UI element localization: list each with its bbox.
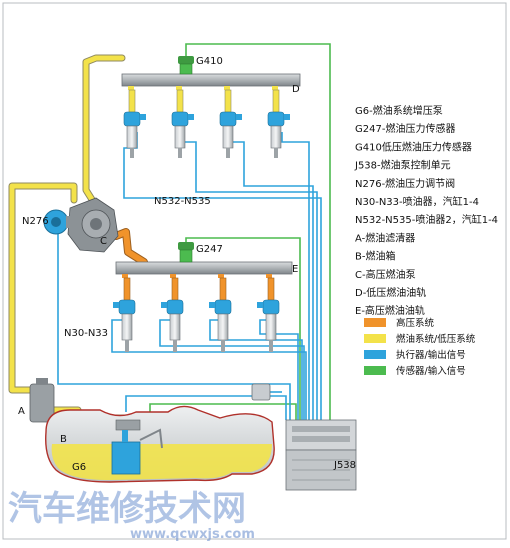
legend-label: 燃油系统/低压系统 — [396, 333, 476, 345]
component-list-item: G247-燃油压力传感器 — [355, 122, 455, 135]
label-g247: G247 — [196, 244, 223, 255]
label-e: E — [292, 264, 298, 275]
injector-n532 — [123, 89, 146, 158]
legend-label: 传感器/输入信号 — [396, 365, 466, 377]
control-unit-j538 — [285, 419, 357, 491]
fuel-tank-b — [45, 405, 275, 483]
lower-injectors — [113, 277, 280, 352]
n276-valve-wire — [57, 222, 291, 420]
injector-n535 — [267, 89, 290, 158]
n276-valve — [43, 209, 74, 235]
g410-sensor-wire — [185, 43, 331, 420]
component-list: G6-燃油系统增压泵 G247-燃油压力传感器 G410低压燃油压力传感器 J538-… — [354, 104, 498, 317]
frame-border — [2, 2, 507, 540]
high-pressure-pump-c — [67, 197, 119, 253]
small-connector — [251, 383, 271, 401]
legend-swatch — [364, 334, 386, 343]
component-list-item: A-燃油滤清器 — [355, 231, 415, 244]
lower-injector-wire-1 — [111, 319, 307, 420]
label-g6: G6 — [72, 462, 86, 473]
injector-n534 — [219, 89, 242, 158]
label-c: C — [100, 236, 107, 247]
label-n532-n535: N532-N535 — [154, 196, 211, 207]
injector-n31 — [161, 277, 184, 352]
upper-injectors — [123, 89, 290, 158]
lower-injector-wire-2 — [159, 319, 305, 420]
component-list-item: E-高压燃油油轨 — [355, 304, 425, 317]
high-pressure-lines — [112, 228, 148, 266]
label-d: D — [292, 84, 300, 95]
legend-swatch — [364, 318, 386, 327]
component-list-item: J538-燃油泵控制单元 — [354, 159, 451, 172]
injector-n533 — [171, 89, 194, 158]
low-pressure-rail-d — [121, 73, 301, 90]
upper-injector-wire-4 — [281, 132, 310, 420]
fuel-filter-a — [29, 378, 55, 423]
injector-n33 — [257, 277, 280, 352]
g247-sensor — [178, 242, 194, 263]
component-list-item: N532-N535-喷油器2，汽缸1-4 — [355, 213, 498, 226]
watermark-title: 汽车维修技术网 — [8, 489, 246, 529]
legend-swatch — [364, 350, 386, 359]
label-j538: J538 — [333, 460, 356, 471]
component-list-item: G410低压燃油压力传感器 — [355, 140, 472, 153]
label-n276: N276 — [22, 216, 49, 227]
watermark: 汽车维修技术网 www.qcwxjs.com — [8, 489, 255, 542]
legend-swatch — [364, 366, 386, 375]
injector-n32 — [209, 277, 232, 352]
label-g410: G410 — [196, 56, 223, 67]
watermark-url: www.qcwxjs.com — [130, 527, 255, 542]
component-list-item: N30-N33-喷油器，汽缸1-4 — [355, 195, 479, 208]
g6-pump-wire — [125, 395, 287, 420]
part-labels: G410 D N532-N535 N276 C G247 E N30-N33 A… — [18, 56, 356, 473]
lower-injector-wire-4 — [259, 319, 299, 420]
label-a: A — [18, 406, 25, 417]
component-list-item: D-低压燃油油轨 — [355, 286, 426, 299]
component-list-item: B-燃油箱 — [355, 250, 395, 263]
g247-sensor-wire — [185, 237, 301, 420]
high-pressure-rail-e — [115, 261, 293, 278]
component-list-item: G6-燃油系统增压泵 — [355, 104, 443, 117]
component-list-item: N276-燃油压力调节阀 — [355, 177, 455, 190]
component-list-item: C-高压燃油泵 — [355, 268, 416, 281]
legend-label: 执行器/输出信号 — [396, 349, 466, 361]
label-n30-n33: N30-N33 — [64, 328, 108, 339]
upper-injector-wire-2 — [181, 132, 318, 420]
legend-label: 高压系统 — [396, 317, 435, 329]
label-b: B — [60, 434, 67, 445]
injector-n30 — [113, 277, 136, 352]
g6-pump — [111, 419, 163, 475]
g410-sensor — [178, 56, 194, 75]
lower-injector-wire-3 — [209, 319, 303, 420]
